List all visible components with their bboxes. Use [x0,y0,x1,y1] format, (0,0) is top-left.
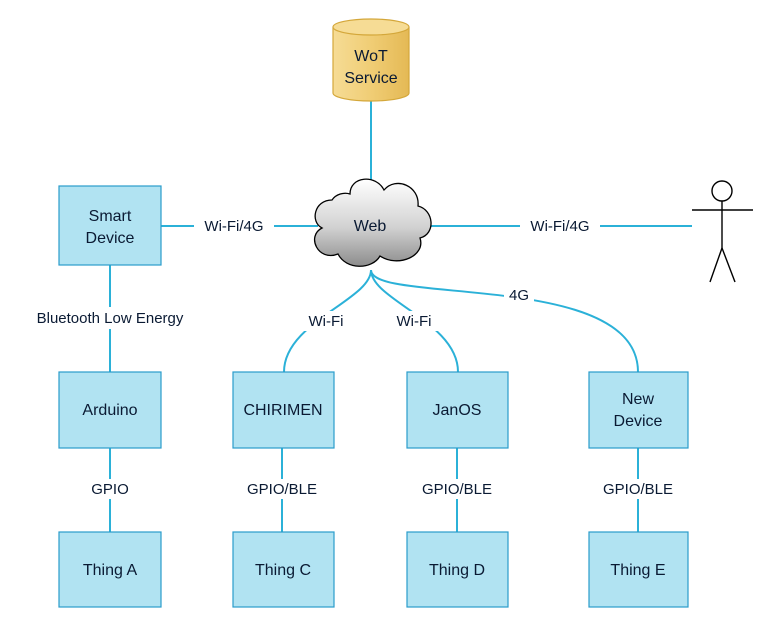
node-smart-device: Smart Device [58,185,162,266]
node-arduino: Arduino [58,371,162,449]
node-thing-d: Thing D [406,531,509,608]
edge-label-web-new-device: 4G [509,287,529,304]
thing-a-label: Thing A [83,562,138,579]
edge-label-janos-thing-d: GPIO/BLE [422,481,492,498]
cloud-icon: Web [313,178,432,267]
edge-label-web-janos: Wi-Fi [397,313,432,330]
node-new-device: New Device [588,371,689,449]
wot-service-line1: WoT [354,48,388,65]
janos-label: JanOS [433,402,482,419]
node-thing-c: Thing C [232,531,335,608]
edge-label-web-chirimen: Wi-Fi [309,313,344,330]
smart-device-line1: Smart [89,208,132,225]
edge-label-gpio: GPIO [91,481,129,498]
node-thing-a: Thing A [58,531,162,608]
node-thing-e: Thing E [588,531,689,608]
edge-label-smart-device-web: Wi-Fi/4G [204,218,263,235]
thing-c-label: Thing C [255,562,311,579]
smart-device-line2: Device [86,230,135,247]
edge-label-bluetooth: Bluetooth Low Energy [37,310,184,327]
edge-labels: Wi-Fi/4G Wi-Fi/4G Bluetooth Low Energy W… [20,216,682,499]
edge-label-web-user: Wi-Fi/4G [530,218,589,235]
web-label: Web [354,218,387,235]
database-cylinder-icon: WoT Service [332,18,410,102]
thing-d-label: Thing D [429,562,485,579]
node-janos: JanOS [406,371,509,449]
node-chirimen: CHIRIMEN [232,371,335,449]
stick-figure-user-icon [692,180,753,283]
new-device-line1: New [622,391,654,408]
wot-service-line2: Service [344,70,397,87]
edge-label-new-device-thing-e: GPIO/BLE [603,481,673,498]
arduino-label: Arduino [82,402,137,419]
edge-label-chirimen-thing-c: GPIO/BLE [247,481,317,498]
new-device-line2: Device [614,413,663,430]
thing-e-label: Thing E [610,562,665,579]
chirimen-label: CHIRIMEN [243,402,322,419]
